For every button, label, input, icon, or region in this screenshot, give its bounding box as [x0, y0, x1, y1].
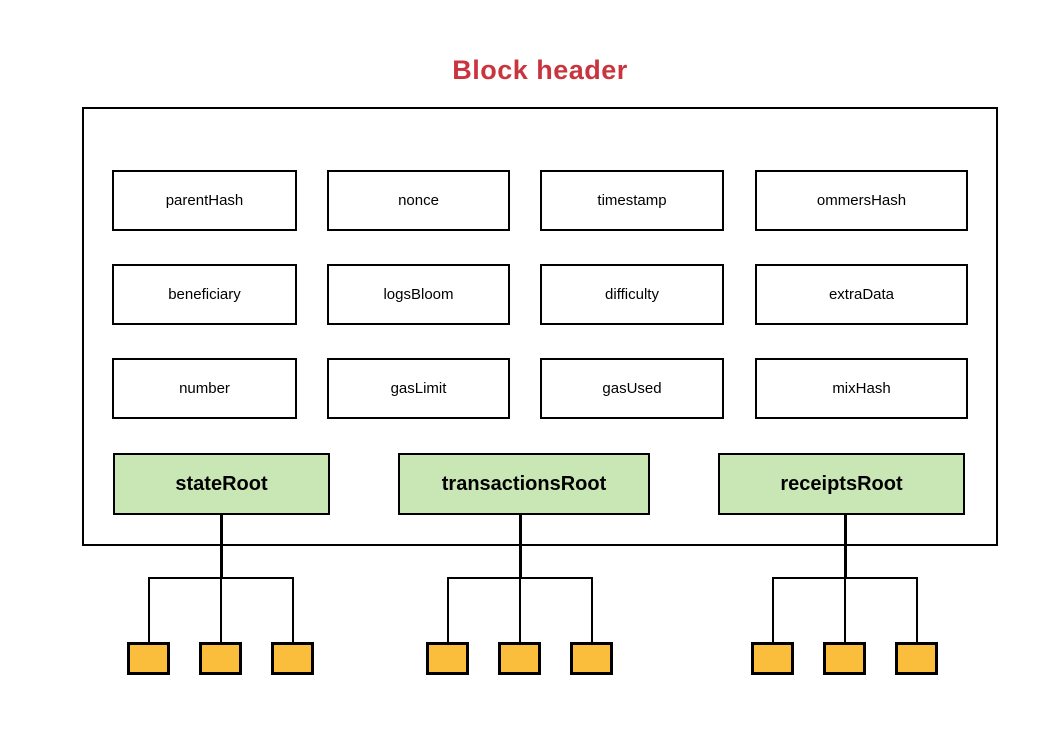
tree-drop-line	[148, 578, 150, 642]
leaf-node	[127, 642, 170, 675]
field-box-ommershash: ommersHash	[755, 170, 968, 231]
leaf-node	[895, 642, 938, 675]
field-box-gaslimit: gasLimit	[327, 358, 510, 419]
field-label: difficulty	[605, 286, 659, 303]
tree-drop-line	[772, 578, 774, 642]
leaf-node	[823, 642, 866, 675]
leaf-node	[271, 642, 314, 675]
root-box-receiptsroot: receiptsRoot	[718, 453, 965, 515]
leaf-node	[751, 642, 794, 675]
root-label: stateRoot	[175, 472, 268, 495]
field-label: extraData	[828, 286, 895, 303]
tree-trunk-line	[844, 515, 847, 578]
field-label: gasUsed	[602, 380, 662, 397]
field-box-parenthash: parentHash	[112, 170, 297, 231]
field-label: parentHash	[165, 192, 244, 209]
field-box-beneficiary: beneficiary	[112, 264, 297, 325]
leaf-node	[426, 642, 469, 675]
field-label: nonce	[398, 192, 439, 209]
tree-drop-line	[591, 578, 593, 642]
field-label: beneficiary	[168, 286, 241, 303]
tree-drop-line	[844, 578, 846, 642]
page-title: Block header	[452, 55, 628, 85]
tree-drop-line	[220, 578, 222, 642]
tree-trunk-line	[519, 515, 522, 578]
field-box-nonce: nonce	[327, 170, 510, 231]
root-label: receiptsRoot	[780, 472, 903, 495]
field-label: ommersHash	[816, 192, 907, 209]
leaf-node	[199, 642, 242, 675]
leaf-node	[570, 642, 613, 675]
tree-drop-line	[447, 578, 449, 642]
field-label: number	[179, 380, 230, 397]
tree-trunk-line	[220, 515, 223, 578]
field-box-timestamp: timestamp	[540, 170, 724, 231]
field-box-logsbloom: logsBloom	[327, 264, 510, 325]
field-box-number: number	[112, 358, 297, 419]
leaf-node	[498, 642, 541, 675]
field-label: gasLimit	[390, 380, 447, 397]
tree-drop-line	[519, 578, 521, 642]
field-box-gasused: gasUsed	[540, 358, 724, 419]
field-label: mixHash	[832, 380, 891, 397]
root-label: transactionsRoot	[441, 472, 607, 495]
field-label: timestamp	[597, 192, 667, 209]
root-box-stateroot: stateRoot	[113, 453, 330, 515]
field-box-mixhash: mixHash	[755, 358, 968, 419]
field-box-extradata: extraData	[755, 264, 968, 325]
tree-drop-line	[292, 578, 294, 642]
tree-drop-line	[916, 578, 918, 642]
root-box-transactionsroot: transactionsRoot	[398, 453, 650, 515]
field-box-difficulty: difficulty	[540, 264, 724, 325]
field-label: logsBloom	[383, 286, 454, 303]
